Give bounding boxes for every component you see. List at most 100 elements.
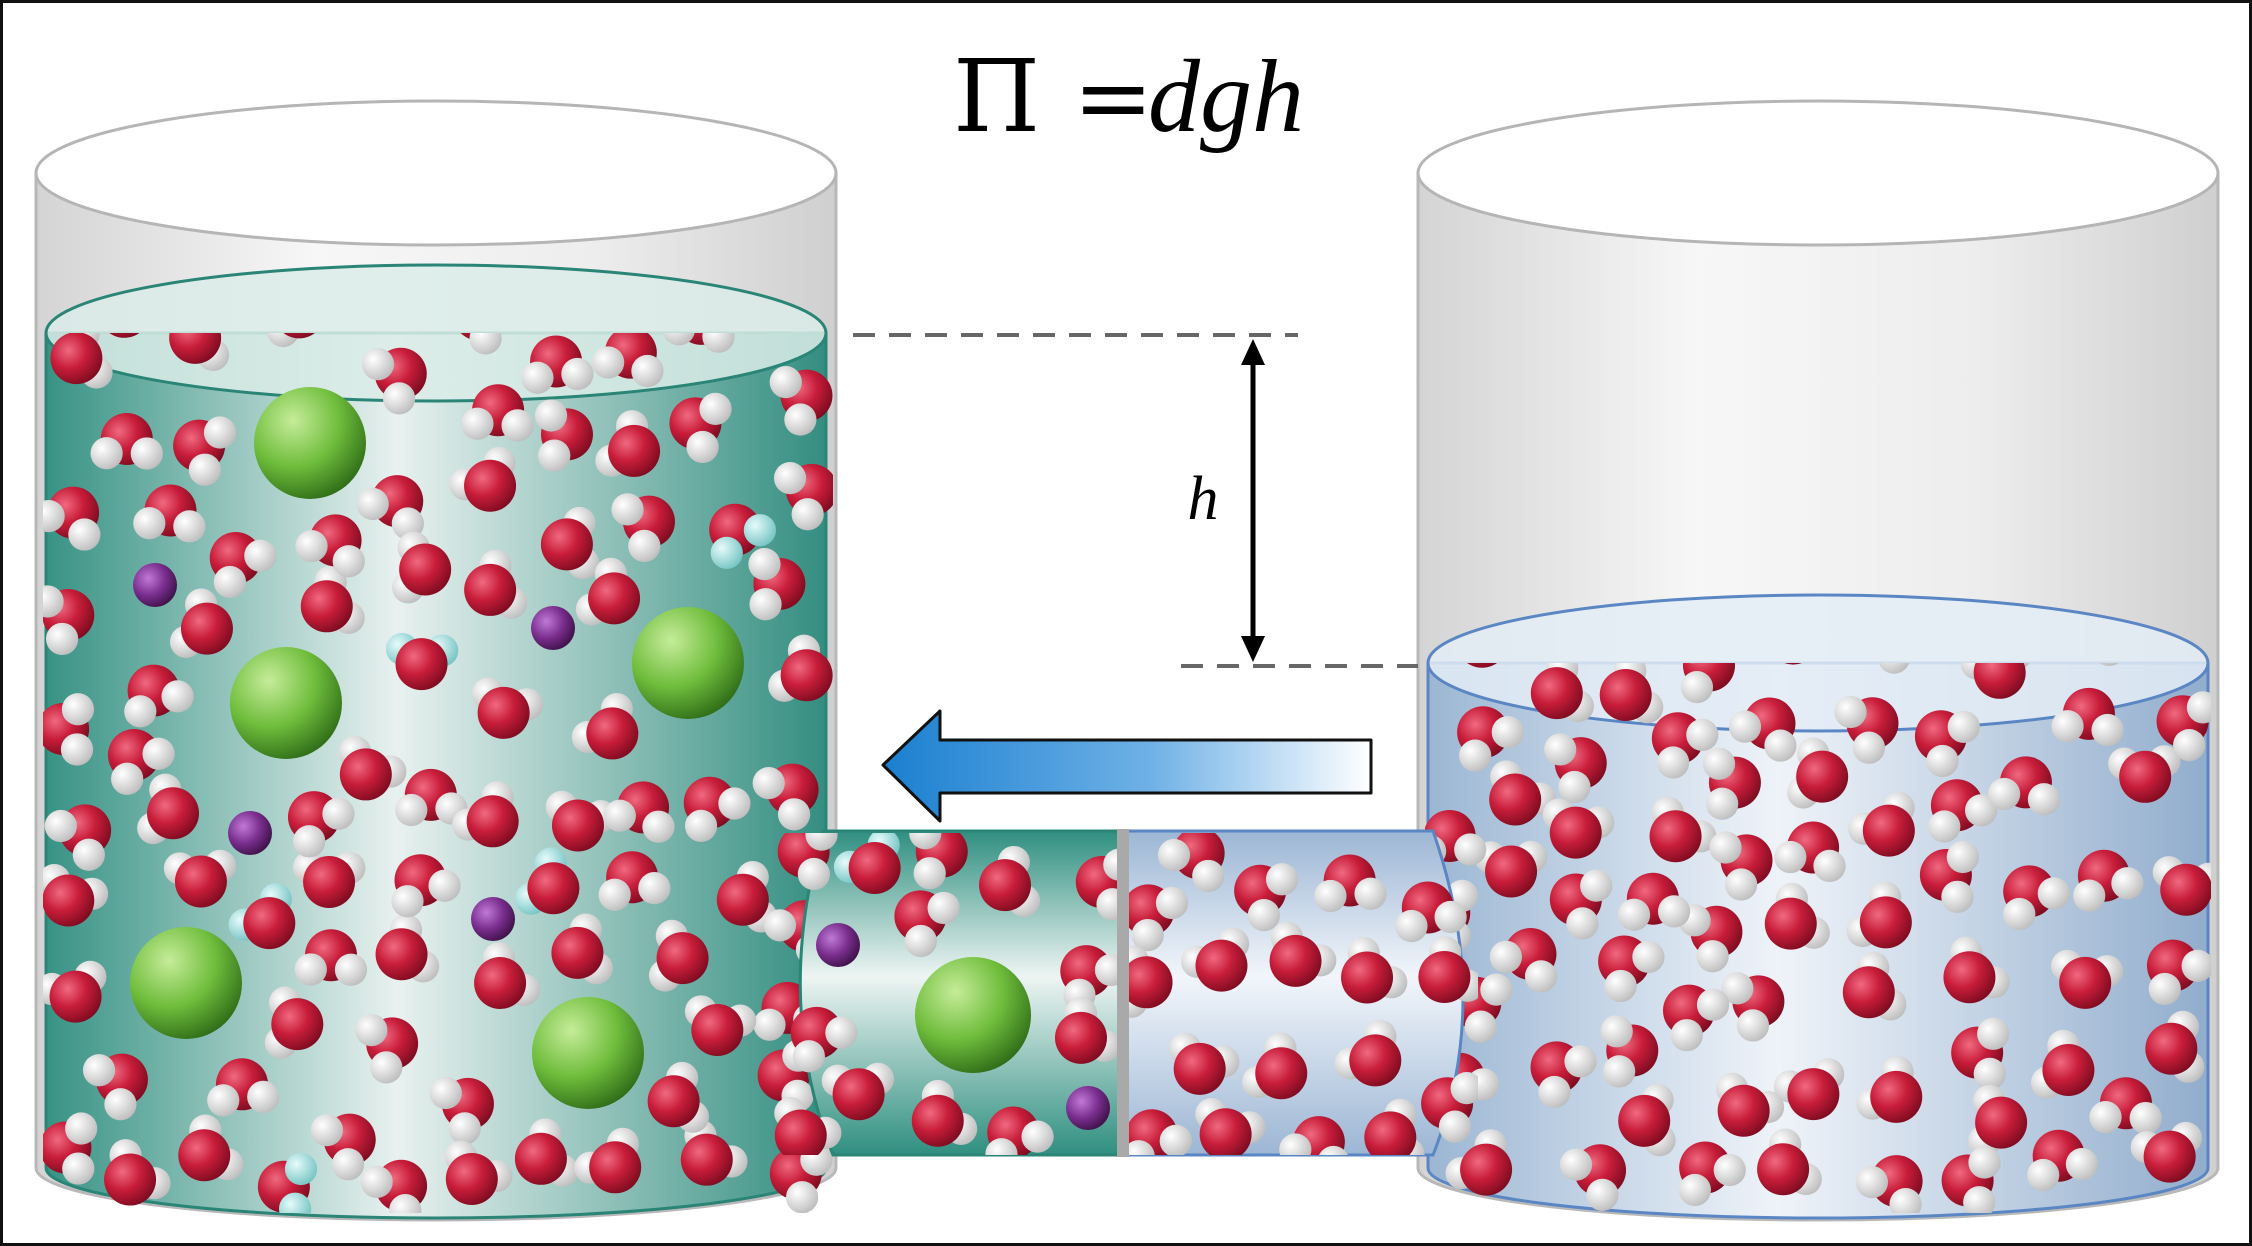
water-molecule — [43, 585, 95, 656]
water-molecule — [1662, 984, 1730, 1052]
water-molecule — [894, 890, 960, 958]
water-molecule — [752, 763, 819, 831]
water-molecule — [361, 347, 427, 415]
water-molecule — [257, 1152, 318, 1213]
water-molecule — [2146, 939, 2211, 1006]
water-molecule — [1341, 936, 1408, 1004]
water-molecule — [1467, 663, 1498, 668]
water-molecule — [1421, 1072, 1478, 1143]
water-molecule — [1128, 1109, 1192, 1155]
water-molecule — [521, 335, 594, 394]
water-molecule — [163, 849, 237, 908]
connecting-tube — [774, 829, 1478, 1157]
water-molecule — [1842, 951, 1907, 1021]
water-molecule — [663, 333, 735, 353]
water-molecule — [1234, 863, 1299, 932]
water-molecule — [716, 860, 778, 933]
diagram-canvas: h Π = dgh — [34, 38, 2220, 1222]
water-molecule — [44, 804, 112, 871]
height-indicator: h — [853, 333, 1418, 668]
water-molecule — [514, 1118, 579, 1187]
water-molecule — [598, 851, 671, 911]
water-molecule — [43, 864, 109, 927]
water-molecule — [449, 446, 517, 512]
water-molecule — [1960, 663, 2030, 699]
water-molecule — [287, 791, 355, 858]
water-molecule — [360, 1159, 428, 1213]
small-solute-particle — [228, 811, 272, 855]
water-molecule — [2108, 745, 2181, 803]
water-molecule — [1489, 760, 1556, 826]
left-solution-particles — [43, 333, 833, 1213]
equation-pi: Π — [953, 38, 1040, 155]
tube-right-particles — [1128, 833, 1478, 1155]
water-molecule — [267, 333, 315, 348]
height-label: h — [1188, 465, 1219, 533]
water-molecule — [1856, 1056, 1923, 1123]
water-molecule — [2073, 849, 2144, 912]
right-solvent-particles — [1425, 663, 2211, 1213]
water-molecule — [295, 514, 365, 578]
water-molecule — [137, 773, 200, 845]
water-molecule — [1544, 733, 1607, 804]
water-molecule — [534, 399, 593, 472]
equation-equals: = — [1073, 42, 1153, 154]
water-molecule — [293, 851, 366, 909]
water-molecule — [1314, 854, 1387, 913]
large-solute-particle — [130, 927, 242, 1039]
water-molecule — [124, 664, 194, 728]
water-molecule — [2003, 865, 2070, 931]
water-molecule — [911, 1079, 978, 1147]
water-molecule — [1599, 663, 1664, 724]
water-molecule — [1702, 747, 1761, 820]
water-molecule — [1530, 663, 1594, 723]
water-molecule — [1678, 1141, 1746, 1207]
water-molecule — [392, 531, 452, 604]
water-molecule — [1919, 840, 1979, 913]
water-molecule — [2027, 1129, 2099, 1192]
water-molecule — [375, 913, 440, 983]
water-molecule — [777, 833, 838, 891]
water-molecule — [104, 1139, 171, 1206]
water-molecule — [1941, 1146, 2001, 1213]
water-molecule — [461, 384, 534, 442]
water-molecule — [395, 768, 468, 827]
water-molecule — [1395, 881, 1467, 943]
water-molecule — [107, 729, 175, 795]
water-molecule — [821, 1062, 895, 1121]
small-solute-particle — [531, 606, 575, 650]
water-molecule — [1848, 791, 1915, 857]
water-molecule — [1764, 882, 1830, 950]
water-molecule — [178, 1114, 244, 1182]
water-molecule — [1559, 1144, 1627, 1212]
right-container-rim — [1416, 99, 2220, 247]
water-molecule — [1943, 936, 2010, 1004]
water-molecule — [1180, 927, 1250, 992]
water-molecule — [43, 693, 95, 766]
water-molecule — [595, 410, 661, 477]
water-molecule — [769, 365, 833, 436]
water-molecule — [1445, 1129, 1513, 1196]
water-molecule — [1195, 1097, 1266, 1155]
water-molecule — [43, 1112, 98, 1185]
water-molecule — [551, 913, 613, 985]
water-molecule — [648, 919, 709, 992]
double-headed-vertical-arrow-icon — [1241, 339, 1265, 662]
water-molecule — [748, 547, 806, 621]
water-molecule — [684, 995, 757, 1057]
water-molecule — [385, 632, 459, 691]
water-molecule — [228, 883, 296, 950]
water-molecule — [264, 986, 324, 1059]
water-molecule — [1787, 737, 1849, 809]
water-molecule — [1549, 869, 1613, 940]
water-molecule — [471, 677, 543, 739]
water-molecule — [709, 503, 777, 570]
water-molecule — [169, 333, 230, 371]
small-solute-particle — [133, 563, 177, 607]
water-molecule — [1855, 1155, 1923, 1213]
water-molecule — [1279, 1116, 1349, 1155]
small-solute-particle — [1066, 1086, 1110, 1130]
water-molecule — [1846, 881, 1912, 949]
left-container-rim — [34, 99, 838, 247]
